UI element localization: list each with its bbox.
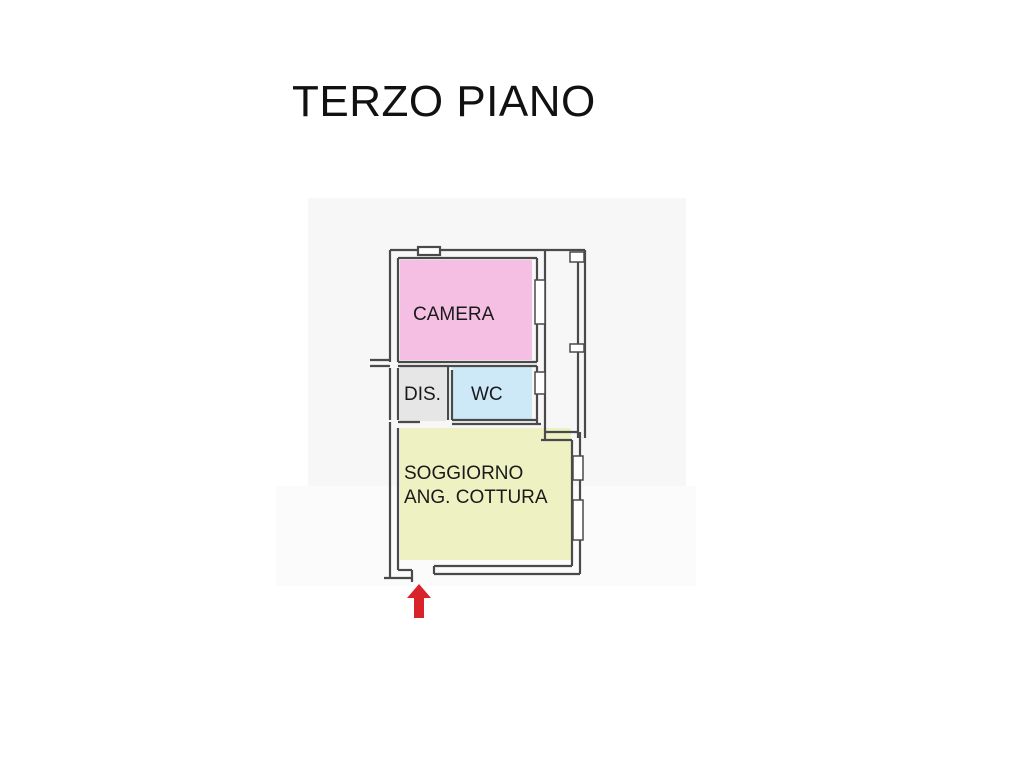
room-label-soggiorno: SOGGIORNO	[404, 463, 523, 484]
room-camera	[400, 260, 532, 360]
room-soggiorno	[400, 428, 571, 560]
room-label-camera: CAMERA	[413, 304, 495, 325]
room-label-dis: DIS.	[404, 384, 441, 405]
page-title: TERZO PIANO	[292, 77, 596, 126]
room-label-wc: WC	[471, 384, 503, 405]
entrance-arrow-icon	[407, 584, 431, 618]
room-disimpegno	[400, 365, 446, 421]
room-label-cottura: ANG. COTTURA	[404, 487, 548, 508]
room-wc	[452, 365, 532, 421]
windows	[534, 251, 585, 541]
